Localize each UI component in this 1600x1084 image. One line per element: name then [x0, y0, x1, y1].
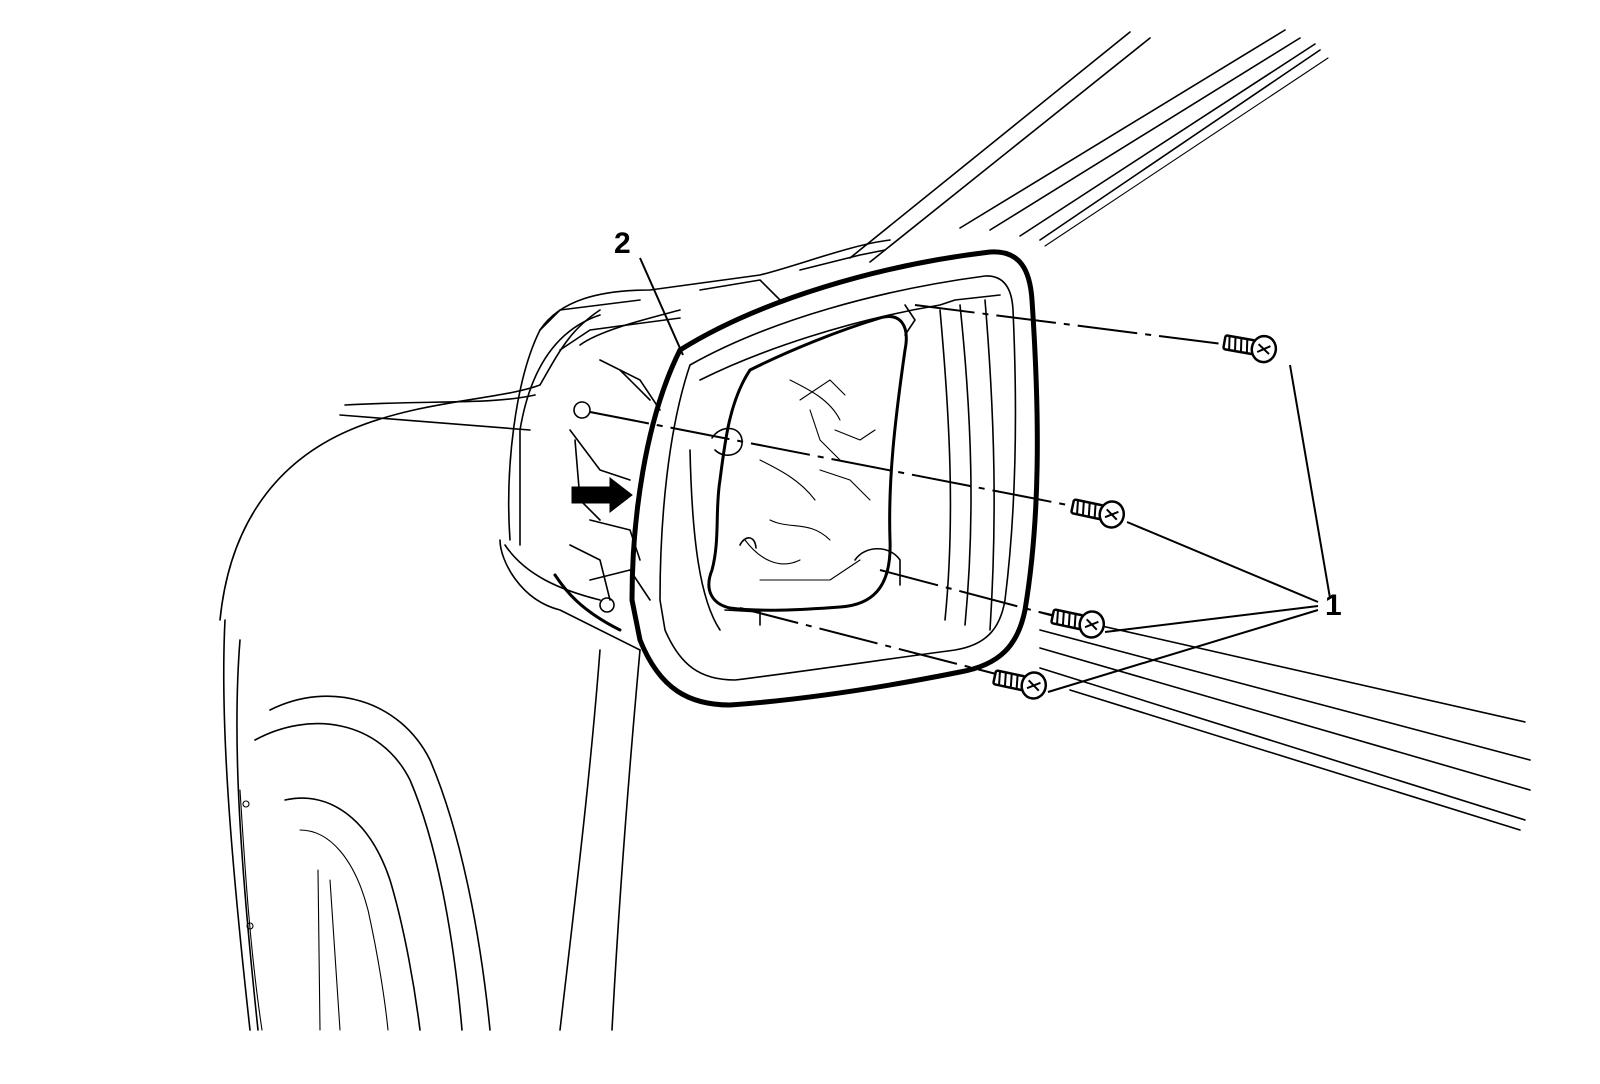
callout-label-2: 2 — [614, 227, 631, 260]
bolt-icon — [1050, 608, 1106, 639]
bolt-icon — [992, 669, 1048, 700]
callouts: 2 1 — [614, 227, 1342, 622]
direction-arrow — [571, 476, 633, 514]
mirror-base — [499, 239, 891, 651]
bolts — [992, 334, 1278, 700]
mirror-housing — [629, 249, 1040, 708]
leader-lines — [639, 257, 1331, 693]
bolt-icon — [1070, 498, 1126, 529]
alignment-lines — [589, 304, 1231, 676]
vehicle-body — [219, 29, 1531, 1031]
callout-label-1: 1 — [1325, 589, 1342, 622]
bolt-icon — [1222, 334, 1278, 364]
